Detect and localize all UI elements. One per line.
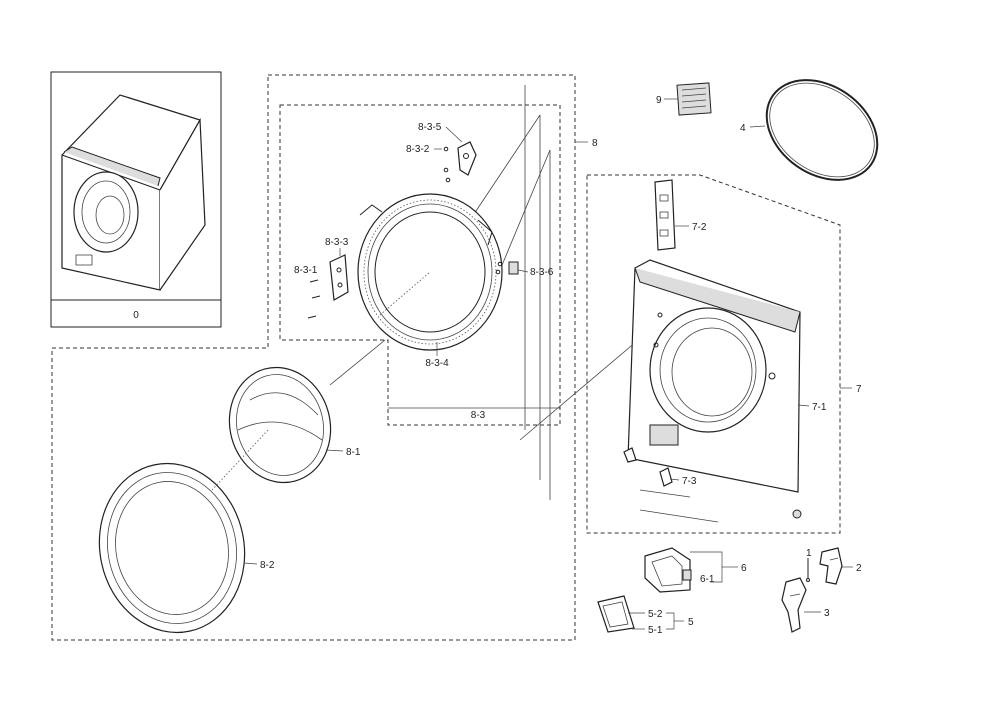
label-0: 0 — [133, 310, 139, 321]
label-8-3-1: 8-3-1 — [294, 265, 318, 276]
leader-8-3-6 — [517, 269, 529, 273]
door-frame-8-3-4 — [357, 193, 503, 351]
lever-3 — [781, 577, 807, 633]
washer-overview-illustration — [61, 94, 206, 291]
label-2: 2 — [856, 563, 862, 574]
label-8-3-3: 8-3-3 — [325, 237, 349, 248]
overview-frame — [50, 71, 222, 328]
clip-8-3-6 — [495, 261, 519, 275]
label-6: 6 — [741, 563, 747, 574]
label-8-3-6: 8-3-6 — [530, 267, 554, 278]
group-8-boundary — [51, 74, 576, 641]
label-3: 3 — [824, 608, 830, 619]
label-6-1: 6-1 — [700, 574, 715, 585]
leader-7-3 — [669, 478, 680, 481]
label-1: 1 — [806, 548, 812, 559]
bracket-7-2 — [654, 179, 676, 251]
door-glass-8-1 — [228, 366, 332, 484]
leader-8-2 — [243, 562, 258, 565]
label-7-1: 7-1 — [812, 402, 827, 413]
label-5: 5 — [688, 617, 694, 628]
group-8-3-boundary — [279, 104, 561, 426]
ring-4 — [765, 79, 879, 181]
group-7-boundary — [586, 174, 841, 534]
label-7-2: 7-2 — [692, 222, 707, 233]
label-7: 7 — [856, 384, 862, 395]
latch-2 — [819, 547, 843, 585]
label-8-3-5: 8-3-5 — [418, 122, 442, 133]
label-8: 8 — [592, 138, 598, 149]
pin-1 — [806, 558, 810, 582]
screw-8-3-2 — [443, 146, 449, 152]
label-5-1: 5-1 — [648, 625, 663, 636]
cover-5 — [597, 595, 635, 633]
leader-8-3-5 — [445, 126, 463, 143]
leader-5-bracket — [666, 612, 675, 630]
label-9: 9 — [656, 95, 662, 106]
label-8-1: 8-1 — [346, 447, 361, 458]
alignment-lines — [329, 85, 719, 523]
leader-4 — [749, 125, 766, 128]
label-8-3: 8-3 — [471, 410, 486, 421]
leader-8-1 — [325, 449, 344, 452]
label-7-3: 7-3 — [682, 476, 697, 487]
label-4: 4 — [740, 123, 746, 134]
label-8-3-2: 8-3-2 — [406, 144, 430, 155]
leader-7-1 — [797, 404, 810, 407]
filter-9 — [676, 82, 712, 116]
overview-panel: 0 — [50, 71, 222, 328]
hook-7-3 — [623, 447, 802, 519]
door-cover-8-2 — [98, 462, 246, 634]
front-panel-7-1 — [627, 259, 801, 493]
hinge-8-3-5 — [443, 141, 477, 183]
latch-8-3-3 — [307, 254, 349, 319]
label-5-2: 5-2 — [648, 609, 663, 620]
housing-6 — [644, 547, 692, 593]
label-8-3-4: 8-3-4 — [425, 358, 449, 369]
label-8-2: 8-2 — [260, 560, 275, 571]
